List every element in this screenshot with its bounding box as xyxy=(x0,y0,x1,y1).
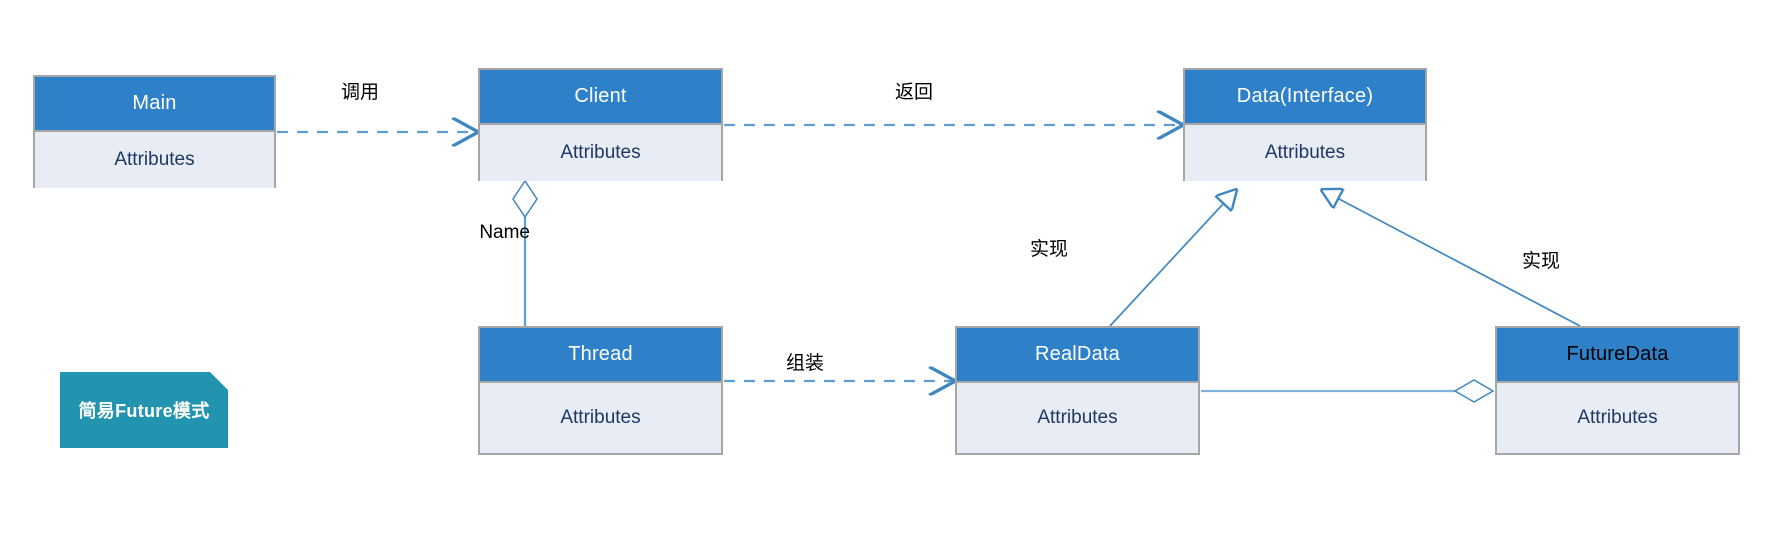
uml-class-futuredata-attributes: Attributes xyxy=(1497,383,1738,453)
edge-label-call: 调用 xyxy=(341,82,380,103)
edge-label-assemble: 组装 xyxy=(786,353,825,374)
edge-label-implements-realdata: 实现 xyxy=(1030,239,1069,260)
edge-label-name: Name xyxy=(479,222,530,243)
uml-class-futuredata[interactable]: FutureData Attributes xyxy=(1495,326,1740,455)
uml-class-thread-title: Thread xyxy=(480,328,721,383)
edge-futuredata-aggregates-realdata xyxy=(1201,379,1495,403)
edge-realdata-implements-data xyxy=(1109,190,1236,327)
edge-label-implements-futuredata: 实现 xyxy=(1522,251,1561,272)
edge-label-return: 返回 xyxy=(895,82,934,103)
uml-class-data-interface[interactable]: Data(Interface) Attributes xyxy=(1183,68,1427,181)
uml-class-thread-attributes: Attributes xyxy=(480,383,721,453)
uml-class-data-interface-title: Data(Interface) xyxy=(1185,70,1425,125)
uml-class-main-attributes: Attributes xyxy=(35,132,274,188)
uml-class-main-title: Main xyxy=(35,77,274,132)
edge-client-aggregates-thread xyxy=(512,179,538,326)
uml-class-futuredata-title: FutureData xyxy=(1497,328,1738,383)
uml-class-client[interactable]: Client Attributes xyxy=(478,68,723,181)
uml-class-realdata-attributes: Attributes xyxy=(957,383,1198,453)
uml-class-realdata[interactable]: RealData Attributes xyxy=(955,326,1200,455)
uml-class-client-title: Client xyxy=(480,70,721,125)
uml-class-client-attributes: Attributes xyxy=(480,125,721,181)
uml-class-main[interactable]: Main Attributes xyxy=(33,75,276,188)
uml-class-data-interface-attributes: Attributes xyxy=(1185,125,1425,181)
uml-class-thread[interactable]: Thread Attributes xyxy=(478,326,723,455)
diagram-note-box[interactable]: 简易Future模式 xyxy=(60,372,228,448)
uml-class-realdata-title: RealData xyxy=(957,328,1198,383)
